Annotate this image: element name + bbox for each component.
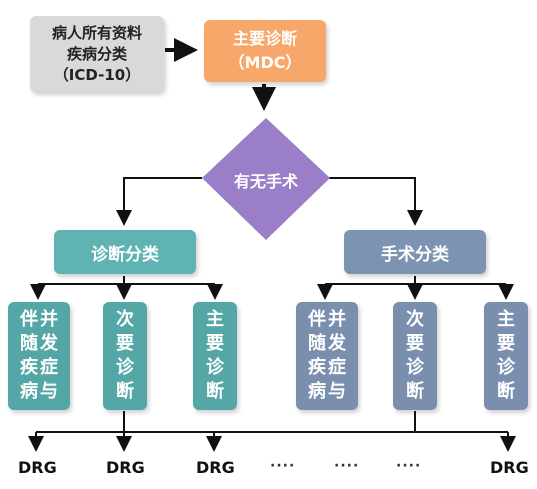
diag-secondary-box: 次要诊断 — [103, 302, 147, 410]
ellipsis-1: ···· — [270, 458, 296, 474]
source-line-1: 病人所有资料 — [51, 23, 142, 42]
drg-output-4: DRG — [490, 458, 529, 477]
drg-output-2: DRG — [106, 458, 145, 477]
surg-comorbidity-col1: 伴随疾病 — [308, 309, 326, 402]
drg-output-3: DRG — [196, 458, 235, 477]
arrow-decision-to-surgery — [327, 177, 423, 226]
ellipsis-3: ···· — [396, 458, 422, 474]
surgery-class-box: 手术分类 — [344, 230, 486, 274]
surg-secondary-text: 次要诊断 — [406, 309, 424, 402]
output-lines — [28, 411, 516, 452]
decision-diamond — [202, 118, 330, 240]
diag-comorbidity-col1: 伴随疾病 — [20, 309, 38, 402]
ellipsis-2: ···· — [334, 458, 360, 474]
source-line-2: 疾病分类 — [66, 44, 127, 63]
mdc-line-1: 主要诊断 — [232, 29, 297, 48]
surg-comorbidity-box: 伴随疾病 并发症与 — [296, 302, 358, 410]
diag-secondary-text: 次要诊断 — [116, 309, 134, 402]
decision-label: 有无手术 — [233, 172, 298, 191]
surg-primary-text: 主要诊断 — [497, 309, 515, 402]
diag-primary-box: 主要诊断 — [193, 302, 237, 410]
surg-primary-box: 主要诊断 — [484, 302, 528, 410]
arrow-decision-to-diagnosis — [116, 177, 202, 226]
mdc-line-2: （MDC） — [228, 53, 302, 72]
source-line-3: （ICD-10） — [53, 65, 141, 84]
surg-secondary-box: 次要诊断 — [393, 302, 437, 410]
diag-comorbidity-box: 伴随疾病 并发症与 — [8, 302, 70, 410]
surg-comorbidity-col2: 并发症与 — [328, 309, 346, 402]
drg-output-1: DRG — [18, 458, 57, 477]
mdc-box: 主要诊断 （MDC） — [204, 20, 326, 82]
diagnosis-class-box: 诊断分类 — [54, 230, 196, 274]
diag-comorbidity-col2: 并发症与 — [40, 309, 58, 402]
source-data-box: 病人所有资料 疾病分类 （ICD-10） — [30, 16, 164, 92]
diagnosis-branch-lines — [30, 276, 223, 300]
diag-primary-text: 主要诊断 — [206, 309, 224, 402]
surgery-branch-lines — [317, 276, 514, 300]
